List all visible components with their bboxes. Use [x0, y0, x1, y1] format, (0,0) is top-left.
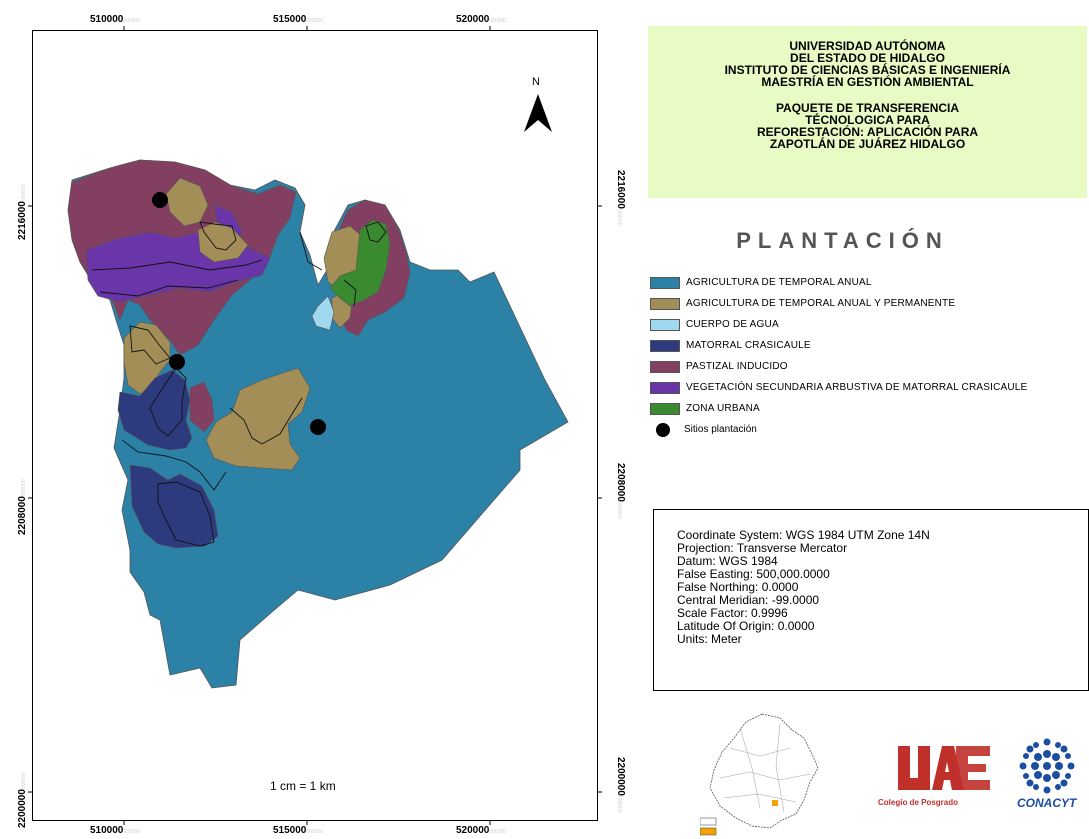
region-cuerpo-de-agua [311, 295, 335, 331]
north-label: N [532, 76, 540, 88]
title-line: MAESTRÍA EN GESTIÓN AMBIENTAL [761, 75, 974, 89]
legend: AGRICULTURA DE TEMPORAL ANUAL AGRICULTUR… [650, 272, 1089, 440]
title-line: TÉCNOLOGICA PARA [805, 113, 930, 127]
region-agricultura-permanente-3 [123, 321, 171, 395]
x-tick-top-2: 515000000000 [273, 14, 324, 25]
coord-line: Central Meridian: -99.0000 [677, 593, 820, 607]
legend-item: ZONA URBANA [650, 398, 1089, 419]
coord-line: Projection: Transverse Mercator [677, 541, 848, 555]
region-pastizal-inducido-small [189, 381, 215, 433]
legend-item: AGRICULTURA DE TEMPORAL ANUAL [650, 272, 1089, 293]
title-box: UNIVERSIDAD AUTÓNOMA DEL ESTADO DE HIDAL… [648, 26, 1087, 198]
coord-line: False Northing: 0.0000 [677, 580, 799, 594]
title-line: INSTITUTO DE CIENCIAS BÁSICAS E INGENIER… [724, 63, 1011, 77]
legend-swatch [650, 297, 680, 310]
legend-swatch [650, 402, 680, 415]
legend-label: AGRICULTURA DE TEMPORAL ANUAL [686, 277, 872, 288]
uaeh-caption: Colegio de Posgrado [878, 798, 959, 807]
coord-line: Units: Meter [677, 632, 742, 646]
coord-line: Datum: WGS 1984 [677, 554, 778, 568]
legend-item: CUERPO DE AGUA [650, 314, 1089, 335]
plantation-site-1 [152, 192, 168, 208]
legend-label-sites: Sitios plantación [684, 424, 757, 435]
coord-line: Latitude Of Origin: 0.0000 [677, 619, 815, 633]
uaeh-logo [898, 746, 990, 790]
legend-swatch [650, 318, 680, 331]
x-tick-bottom-3: 520000000000 [456, 825, 507, 836]
legend-item: AGRICULTURA DE TEMPORAL ANUAL Y PERMANEN… [650, 293, 1089, 314]
region-agricultura-permanente-4 [205, 367, 311, 471]
x-tick-top-3: 520000000000 [456, 14, 507, 25]
plantation-site-icon [656, 422, 670, 437]
legend-label: PASTIZAL INDUCIDO [686, 361, 788, 372]
legend-item-sites: Sitios plantación [650, 419, 1089, 440]
land-use-map [28, 26, 602, 825]
locator-highlight [772, 800, 778, 806]
legend-label: CUERPO DE AGUA [686, 319, 779, 330]
title-line: ZAPOTLÁN DE JUÁREZ HIDALGO [769, 137, 966, 151]
plantation-site-3 [310, 419, 326, 435]
conacyt-logo-icon [1019, 738, 1075, 794]
coord-line: False Easting: 500,000.0000 [677, 567, 830, 581]
x-tick-bottom-1: 510000000000 [90, 825, 141, 836]
legend-swatch [650, 276, 680, 289]
region-agricultura-permanente-2 [197, 221, 249, 263]
legend-swatch [650, 360, 680, 373]
legend-item: MATORRAL CRASICAULE [650, 335, 1089, 356]
title-line: REFORESTACIÓN: APLICACIÓN PARA [756, 125, 979, 139]
legend-item: VEGETACIÓN SECUNDARIA ARBUSTIVA DE MATOR… [650, 377, 1089, 398]
x-tick-bottom-2: 515000000000 [273, 825, 324, 836]
conacyt-label: CONACYT [1017, 796, 1077, 810]
title-line: DEL ESTADO DE HIDALGO [790, 51, 945, 65]
legend-label: ZONA URBANA [686, 403, 760, 414]
title-line: PAQUETE DE TRANSFERENCIA [775, 101, 960, 115]
plantation-site-2 [169, 354, 185, 370]
legend-label: VEGETACIÓN SECUNDARIA ARBUSTIVA DE MATOR… [686, 382, 1028, 393]
title-line: UNIVERSIDAD AUTÓNOMA [789, 39, 946, 53]
locator-map [700, 713, 819, 836]
coordinate-info-box: Coordinate System: WGS 1984 UTM Zone 14N… [653, 509, 1089, 691]
legend-swatch [650, 339, 680, 352]
region-matorral-crasicaule-2 [129, 464, 219, 549]
x-tick-top-1: 510000000000 [90, 14, 141, 25]
legend-label: MATORRAL CRASICAULE [686, 340, 811, 351]
coord-line: Scale Factor: 0.9996 [677, 606, 788, 620]
contour-lines [91, 221, 387, 547]
legend-label: AGRICULTURA DE TEMPORAL ANUAL Y PERMANEN… [686, 298, 956, 309]
legend-swatch [650, 381, 680, 394]
tick-marks [28, 26, 602, 825]
scale-text: 1 cm = 1 km [270, 779, 336, 793]
coord-line: Coordinate System: WGS 1984 UTM Zone 14N [677, 528, 930, 542]
north-arrow-icon [524, 94, 552, 132]
section-title: PLANTACIÓN [736, 228, 949, 253]
legend-item: PASTIZAL INDUCIDO [650, 356, 1089, 377]
